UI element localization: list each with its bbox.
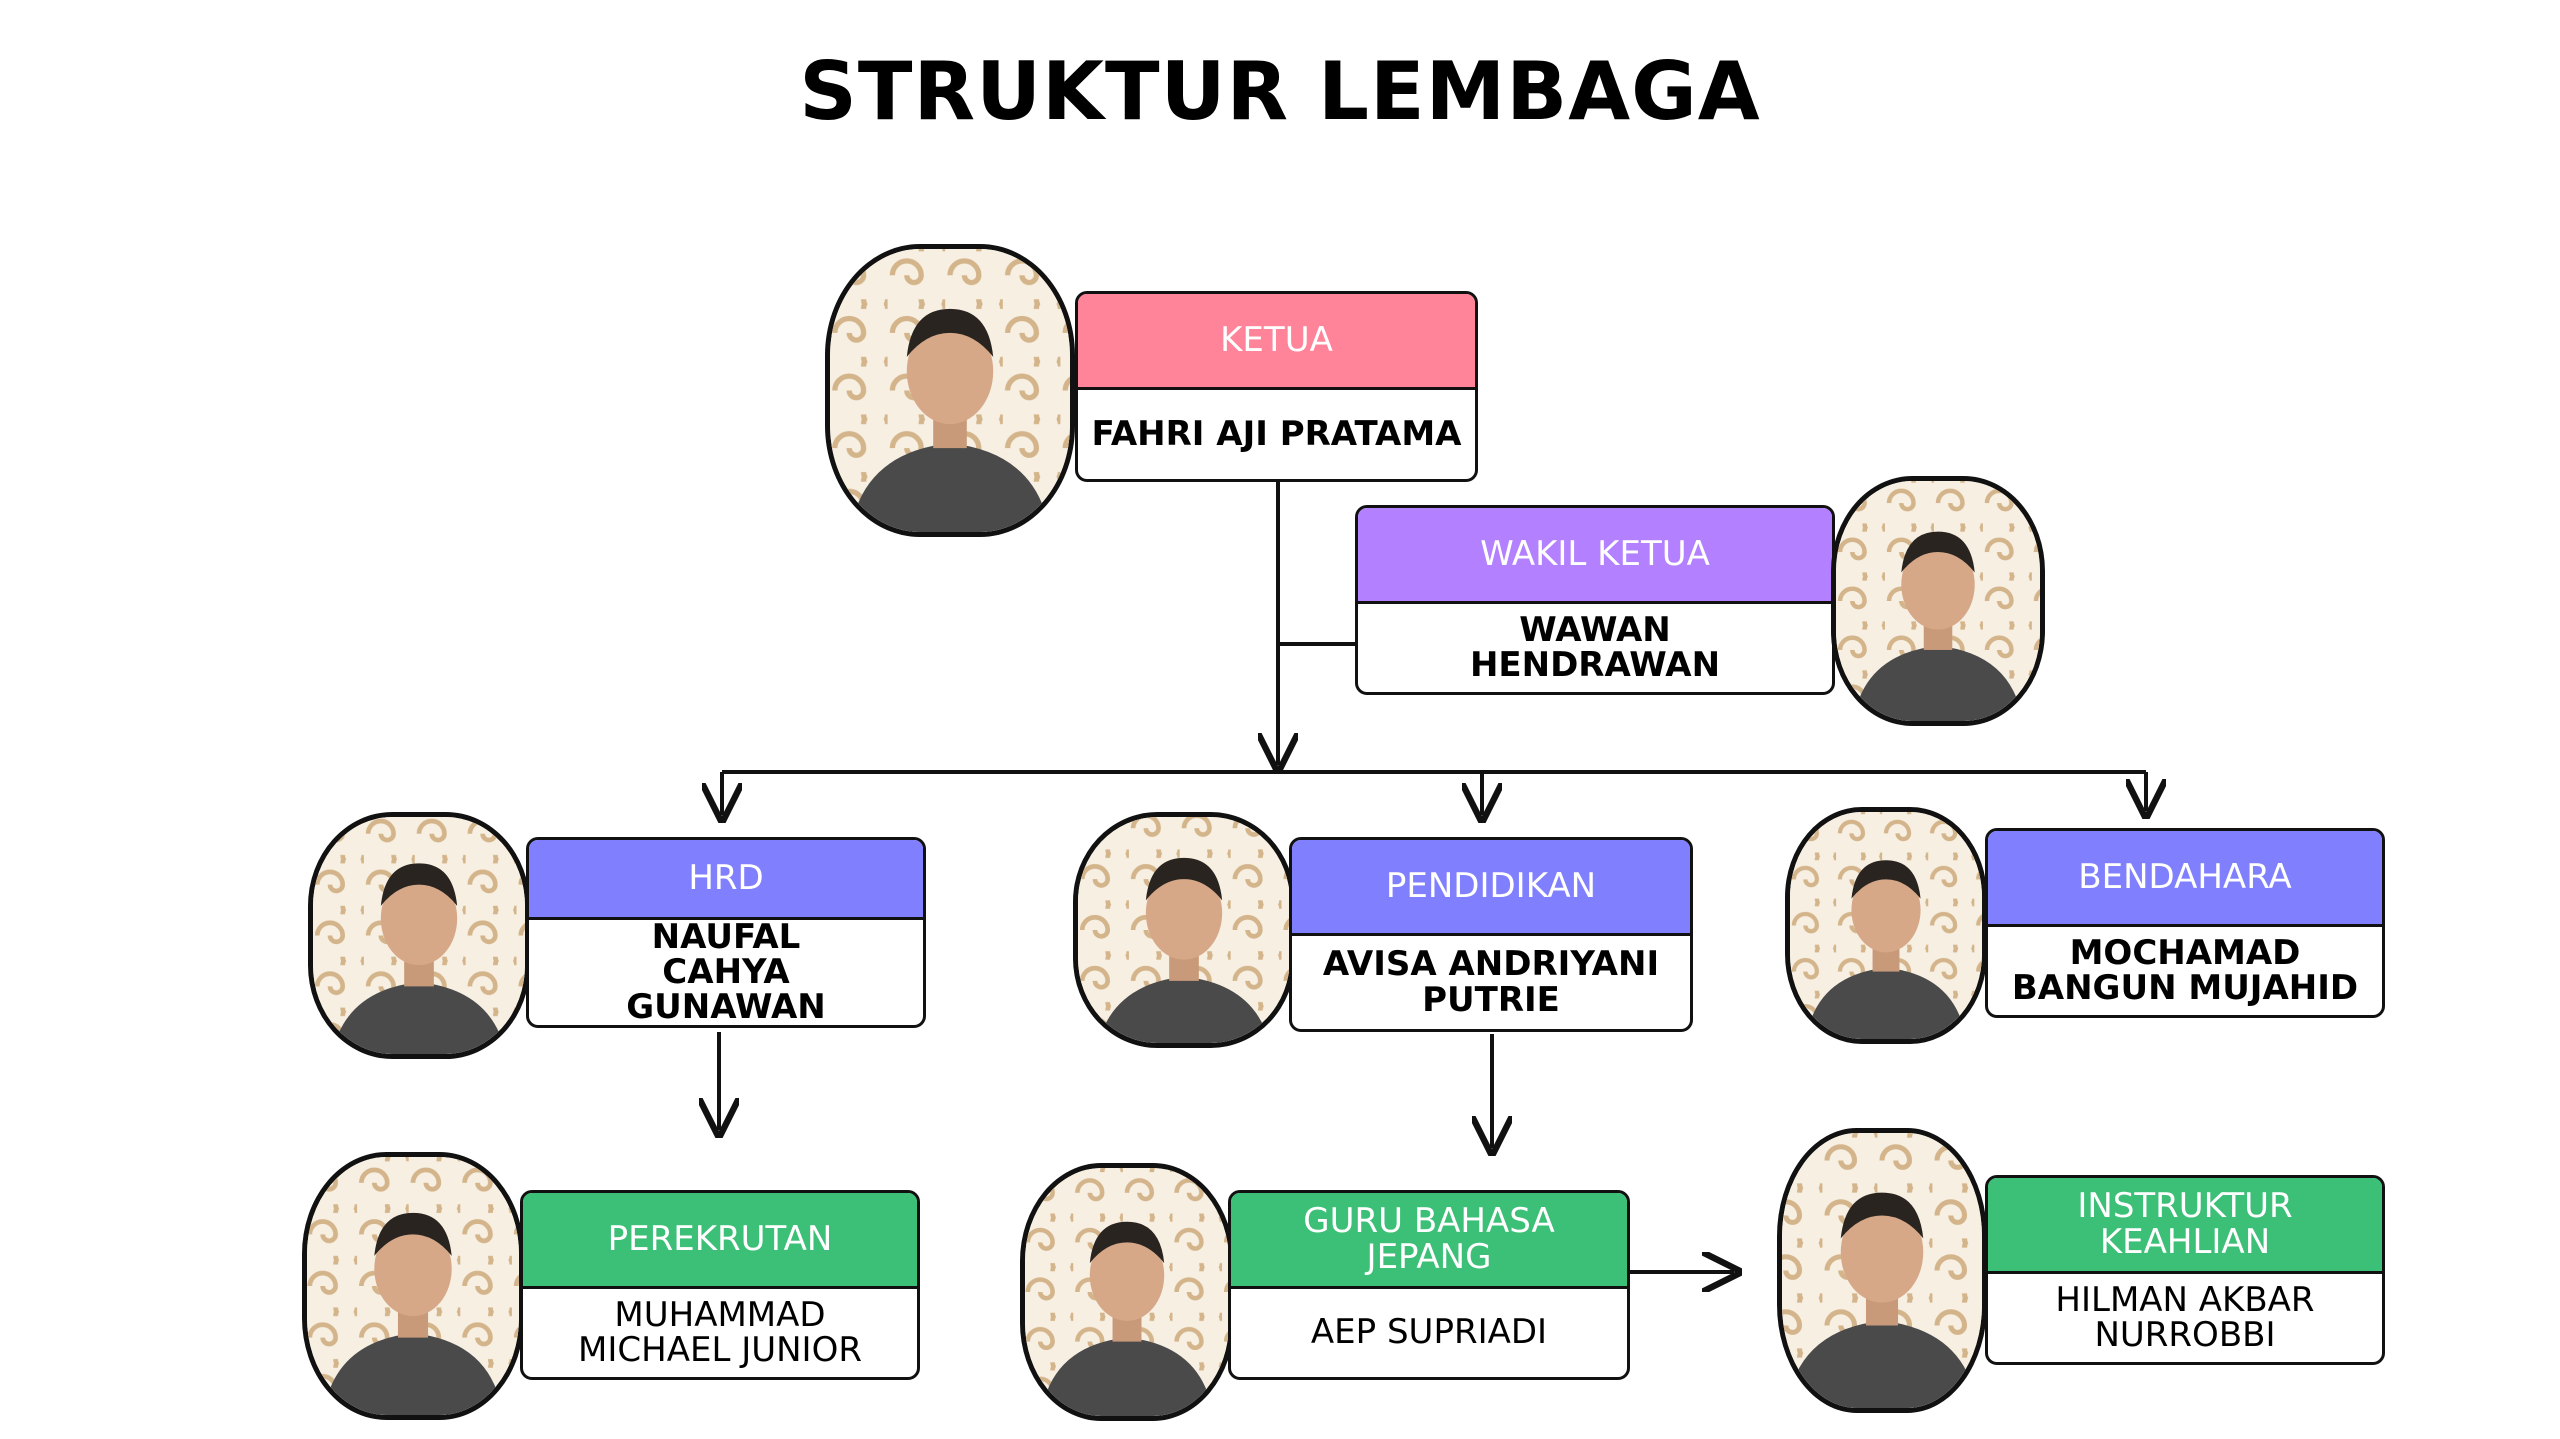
role-label: PENDIDIKAN: [1292, 840, 1690, 936]
page-title: STRUKTUR LEMBAGA: [799, 45, 1761, 138]
member-card-pendidikan: PENDIDIKAN AVISA ANDRIYANI PUTRIE: [1289, 837, 1693, 1032]
person-photo-icon: [1020, 1163, 1234, 1421]
member-card-hrd: HRD NAUFAL CAHYA GUNAWAN: [526, 837, 926, 1028]
member-card-ketua: KETUA FAHRI AJI PRATAMA: [1075, 291, 1478, 482]
role-label: PEREKRUTAN: [523, 1193, 917, 1289]
member-name: AEP SUPRIADI: [1310, 1312, 1548, 1353]
role-label: BENDAHARA: [1988, 831, 2382, 927]
person-photo-icon: [825, 244, 1075, 537]
member-name: HILMAN AKBAR NURROBBI: [2055, 1279, 2315, 1355]
member-name: FAHRI AJI PRATAMA: [1091, 413, 1462, 454]
role-label: GURU BAHASA JEPANG: [1231, 1193, 1627, 1289]
person-photo-icon: [1777, 1128, 1987, 1413]
member-card-bendahara: BENDAHARA MOCHAMAD BANGUN MUJAHID: [1985, 828, 2385, 1018]
member-card-guru-bahasa-jepang: GURU BAHASA JEPANG AEP SUPRIADI: [1228, 1190, 1630, 1380]
member-name: MOCHAMAD BANGUN MUJAHID: [2011, 932, 2359, 1008]
person-photo-icon: [1073, 812, 1295, 1048]
member-name: NAUFAL CAHYA GUNAWAN: [626, 916, 826, 1027]
member-card-perekrutan: PEREKRUTAN MUHAMMAD MICHAEL JUNIOR: [520, 1190, 920, 1380]
member-name: AVISA ANDRIYANI PUTRIE: [1322, 944, 1660, 1020]
person-photo-icon: [1785, 807, 1987, 1044]
member-name: MUHAMMAD MICHAEL JUNIOR: [578, 1294, 862, 1370]
member-name: WAWAN HENDRAWAN: [1469, 609, 1721, 685]
person-photo-icon: [1831, 476, 2045, 726]
person-photo-icon: [308, 812, 530, 1059]
member-card-wakil-ketua: WAKIL KETUA WAWAN HENDRAWAN: [1355, 505, 1835, 695]
person-photo-icon: [302, 1152, 524, 1420]
role-label: WAKIL KETUA: [1358, 508, 1832, 604]
role-label: INSTRUKTUR KEAHLIAN: [1988, 1178, 2382, 1274]
role-label: HRD: [529, 840, 923, 920]
role-label: KETUA: [1078, 294, 1475, 390]
member-card-instruktur-keahlian: INSTRUKTUR KEAHLIAN HILMAN AKBAR NURROBB…: [1985, 1175, 2385, 1365]
